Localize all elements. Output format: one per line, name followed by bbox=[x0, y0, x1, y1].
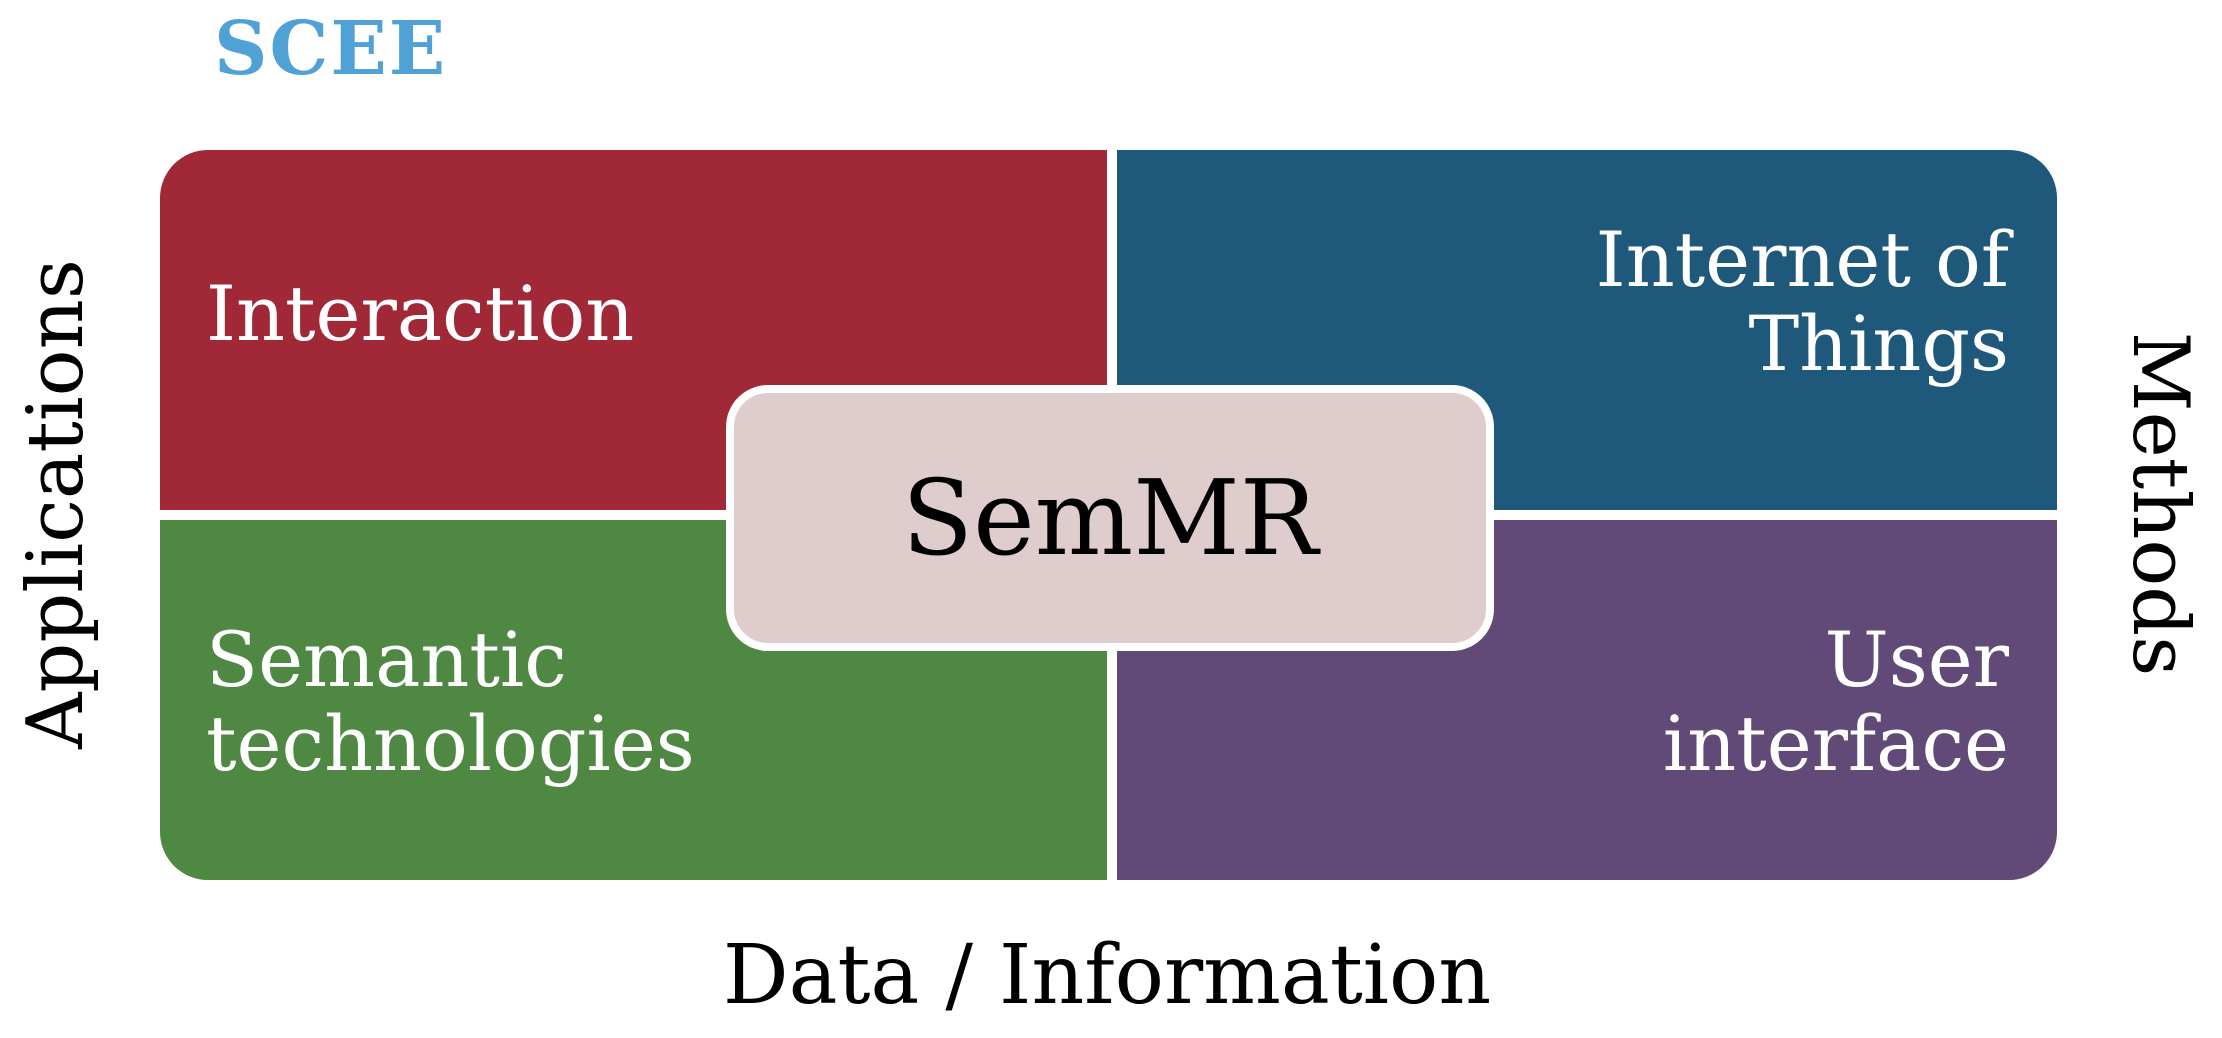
center-semmr-label: SemMR bbox=[901, 457, 1319, 579]
quadrant-internet-of-things-label: Internet of Things bbox=[1596, 218, 2009, 385]
quadrant-semantic-technologies-label: Semantic technologies bbox=[206, 618, 695, 785]
center-semmr-box: SemMR bbox=[726, 385, 1494, 651]
quadrant-internet-of-things: Internet of Things bbox=[1117, 150, 2057, 510]
quadrant-semantic-technologies-line-1: Semantic bbox=[206, 615, 567, 704]
quadrant-interaction-line-1: Interaction bbox=[206, 269, 635, 358]
axis-label-data-information: Data / Information bbox=[722, 928, 1492, 1023]
quadrant-semantic-technologies-line-2: technologies bbox=[206, 698, 695, 788]
quadrant-internet-of-things-line-1: Internet of bbox=[1595, 215, 2009, 304]
scee-logo: SCEE bbox=[214, 6, 448, 92]
axis-label-methods: Methods bbox=[2115, 331, 2205, 677]
quadrant-interaction: Interaction bbox=[160, 150, 1107, 510]
axis-label-applications: Applications bbox=[11, 259, 101, 749]
quadrant-interaction-label: Interaction bbox=[206, 272, 634, 356]
quadrant-user-interface-label: User interface bbox=[1663, 618, 2009, 785]
quadrant-user-interface-line-2: interface bbox=[1662, 698, 2009, 788]
quadrant-semantic-technologies: Semantic technologies bbox=[160, 520, 1107, 880]
quadrant-internet-of-things-line-2: Things bbox=[1748, 298, 2009, 388]
quadrant-user-interface-line-1: User bbox=[1824, 615, 2009, 704]
